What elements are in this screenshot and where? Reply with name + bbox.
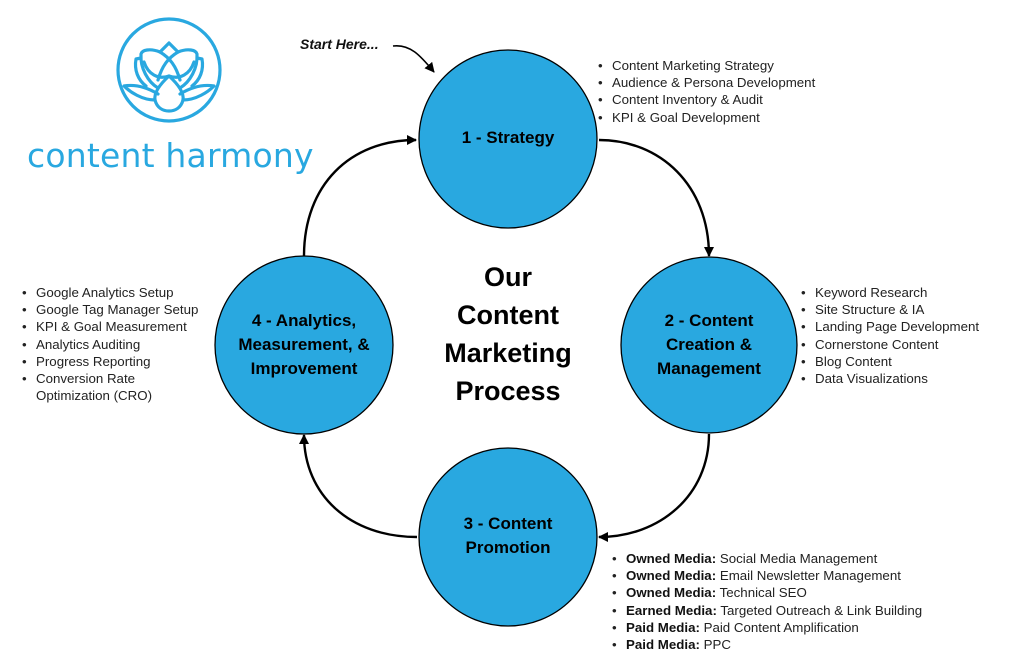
media-type: Owned Media: bbox=[626, 585, 717, 601]
item-text: Technical SEO bbox=[719, 585, 807, 601]
stage-label-strategy: 1 - Strategy bbox=[420, 126, 596, 150]
arrow-1-to-2 bbox=[598, 138, 714, 257]
stage-label-creation: 2 - Content Creation & Management bbox=[621, 309, 797, 381]
logo-petal-right bbox=[176, 48, 199, 90]
stage-node-strategy bbox=[418, 49, 598, 229]
list-item: Owned Media: Social Media Management bbox=[610, 550, 922, 567]
list-item: Landing Page Development bbox=[799, 318, 979, 335]
stage-label-promotion: 3 - Content Promotion bbox=[420, 512, 596, 560]
start-here-arrow bbox=[392, 45, 435, 73]
media-type: Paid Media: bbox=[626, 619, 700, 635]
strategy-items: Content Marketing Strategy Audience & Pe… bbox=[596, 57, 815, 126]
analytics-items: Google Analytics Setup Google Tag Manage… bbox=[20, 284, 198, 404]
title-line: Process bbox=[455, 376, 561, 406]
logo-petal-outer-r bbox=[190, 56, 205, 88]
start-here-label: Start Here... bbox=[300, 36, 379, 52]
list-item: Earned Media: Targeted Outreach & Link B… bbox=[610, 602, 922, 619]
list-item: Keyword Research bbox=[799, 284, 979, 301]
item-text: Site Structure & IA bbox=[815, 302, 925, 318]
list-item: Analytics Auditing bbox=[20, 336, 198, 353]
item-text: Blog Content bbox=[815, 353, 892, 369]
list-item: Site Structure & IA bbox=[799, 301, 979, 318]
title-line: Marketing bbox=[444, 338, 572, 368]
item-text: Email Newsletter Management bbox=[719, 568, 901, 584]
logo-petal-inner-l bbox=[158, 50, 182, 82]
media-type: Owned Media: bbox=[626, 568, 717, 584]
item-text: Targeted Outreach & Link Building bbox=[720, 602, 923, 618]
item-text-continued: Optimization (CRO) bbox=[36, 388, 152, 404]
item-text: Social Media Management bbox=[719, 551, 878, 566]
title-line: Content bbox=[457, 300, 559, 330]
stage-label-line: Promotion bbox=[465, 538, 551, 557]
stage-node-creation bbox=[620, 256, 798, 434]
item-text: Google Analytics Setup bbox=[36, 285, 174, 300]
logo-petal-cross bbox=[142, 60, 196, 79]
arrow-3-to-4 bbox=[299, 434, 418, 539]
logo-leaf-right bbox=[178, 83, 216, 102]
list-item: Cornerstone Content bbox=[799, 336, 979, 353]
media-type: Earned Media: bbox=[626, 602, 717, 618]
item-text: Content Inventory & Audit bbox=[612, 92, 763, 108]
item-text: Paid Content Amplification bbox=[703, 619, 859, 635]
item-text: Audience & Persona Development bbox=[612, 75, 816, 91]
stage-label-line: 2 - Content bbox=[664, 311, 754, 330]
promotion-items: Owned Media: Social Media Management Own… bbox=[610, 550, 922, 653]
media-type: Owned Media: bbox=[626, 551, 717, 566]
arrow-2-to-3 bbox=[598, 433, 711, 542]
logo-leaf-left bbox=[122, 83, 160, 102]
stage-label-line: 3 - Content bbox=[463, 514, 553, 533]
logo-petal-left bbox=[139, 48, 162, 90]
logo-ring bbox=[116, 17, 222, 123]
item-text: Analytics Auditing bbox=[36, 336, 141, 352]
list-item: Blog Content bbox=[799, 353, 979, 370]
logo-petal-top bbox=[158, 41, 180, 54]
list-item: Owned Media: Technical SEO bbox=[610, 584, 922, 601]
list-item: Owned Media: Email Newsletter Management bbox=[610, 567, 922, 584]
arrow-4-to-1 bbox=[302, 135, 417, 257]
item-text: KPI & Goal Measurement bbox=[36, 319, 187, 335]
list-item: KPI & Goal Measurement bbox=[20, 318, 198, 335]
item-text: Conversion Rate bbox=[36, 371, 136, 387]
item-text: Google Tag Manager Setup bbox=[36, 302, 199, 318]
item-text: Progress Reporting bbox=[36, 353, 151, 369]
brand-wordmark: content harmony bbox=[27, 136, 314, 175]
title-line: Our bbox=[483, 262, 532, 292]
list-item: KPI & Goal Development bbox=[596, 109, 815, 126]
list-item: Paid Media: Paid Content Amplification bbox=[610, 619, 922, 636]
stage-label-line: Improvement bbox=[250, 359, 358, 378]
list-item: Content Inventory & Audit bbox=[596, 91, 815, 108]
diagram-title: Our Content Marketing Process bbox=[428, 258, 588, 410]
lotus-in-circle-icon bbox=[116, 17, 222, 123]
media-type: Paid Media: bbox=[626, 637, 700, 653]
stage-label-line: Creation & bbox=[666, 335, 752, 354]
list-item: Google Tag Manager Setup bbox=[20, 301, 198, 318]
item-text: PPC bbox=[703, 637, 731, 653]
stage-node-promotion bbox=[418, 447, 598, 627]
stage-label-analytics: 4 - Analytics, Measurement, & Improvemen… bbox=[212, 309, 396, 381]
stage-label-line: 4 - Analytics, bbox=[251, 311, 357, 330]
list-item: Content Marketing Strategy bbox=[596, 57, 815, 74]
stage-node-analytics bbox=[214, 255, 394, 435]
list-item: Data Visualizations bbox=[799, 370, 979, 387]
item-text: Cornerstone Content bbox=[815, 336, 939, 352]
item-text: KPI & Goal Development bbox=[612, 109, 760, 125]
item-text: Data Visualizations bbox=[815, 371, 928, 387]
stage-label-line: Management bbox=[657, 359, 761, 378]
stage-label-line: 1 - Strategy bbox=[461, 128, 555, 147]
item-text: Content Marketing Strategy bbox=[612, 58, 774, 73]
list-item: Audience & Persona Development bbox=[596, 74, 815, 91]
list-item: Paid Media: PPC bbox=[610, 636, 922, 653]
list-item: Progress Reporting bbox=[20, 353, 198, 370]
creation-items: Keyword Research Site Structure & IA Lan… bbox=[799, 284, 979, 387]
list-item: Google Analytics Setup bbox=[20, 284, 198, 301]
logo-petal-inner-r bbox=[156, 50, 180, 82]
logo-petal-outer-l bbox=[133, 56, 148, 88]
item-text: Landing Page Development bbox=[815, 319, 980, 335]
item-text: Keyword Research bbox=[815, 285, 928, 300]
stage-label-line: Measurement, & bbox=[238, 335, 370, 354]
